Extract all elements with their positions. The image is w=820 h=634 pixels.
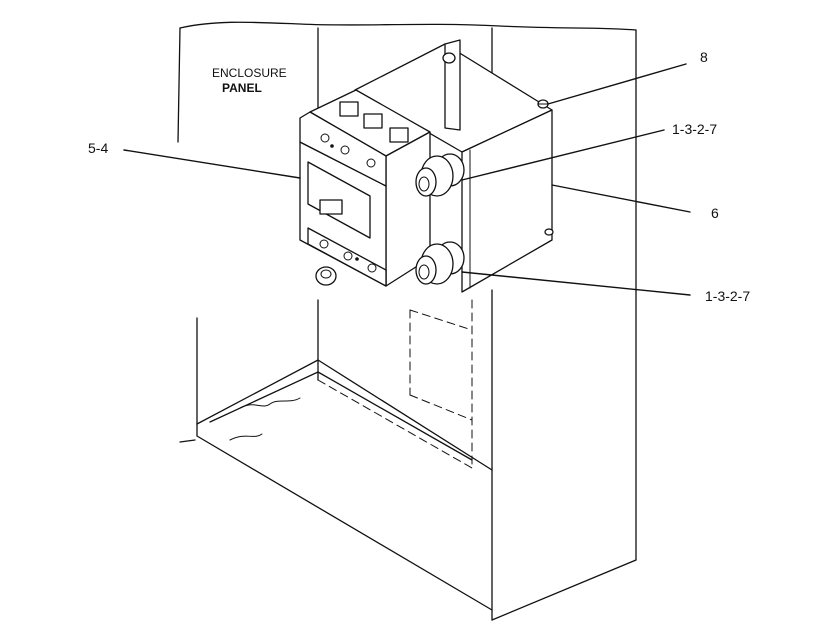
enclosure-panel xyxy=(177,21,637,621)
enclosure-label-line1: ENCLOSURE xyxy=(212,66,287,80)
leader-1-3-2-7-lower xyxy=(461,271,691,296)
callout-labels: 8 5-4 1-3-2-7 6 1-3-2-7 xyxy=(88,49,750,304)
leader-1-3-2-7-upper xyxy=(461,129,665,181)
leader-5-4 xyxy=(123,149,301,179)
mounting-bracket xyxy=(354,39,554,293)
enclosure-panel-label: ENCLOSURE PANEL xyxy=(212,66,287,95)
circuit-breaker xyxy=(299,89,431,287)
cable-connector-lower xyxy=(415,241,465,285)
callout-1-3-2-7-upper: 1-3-2-7 xyxy=(672,121,717,137)
callout-8: 8 xyxy=(700,49,708,65)
callout-5-4: 5-4 xyxy=(88,140,108,156)
leader-lines xyxy=(123,63,691,296)
callout-6: 6 xyxy=(711,205,719,221)
leader-6 xyxy=(551,184,691,213)
cable-connector-upper xyxy=(415,153,465,197)
enclosure-label-line2: PANEL xyxy=(222,81,262,95)
leader-8 xyxy=(547,63,687,105)
callout-1-3-2-7-lower: 1-3-2-7 xyxy=(705,288,750,304)
